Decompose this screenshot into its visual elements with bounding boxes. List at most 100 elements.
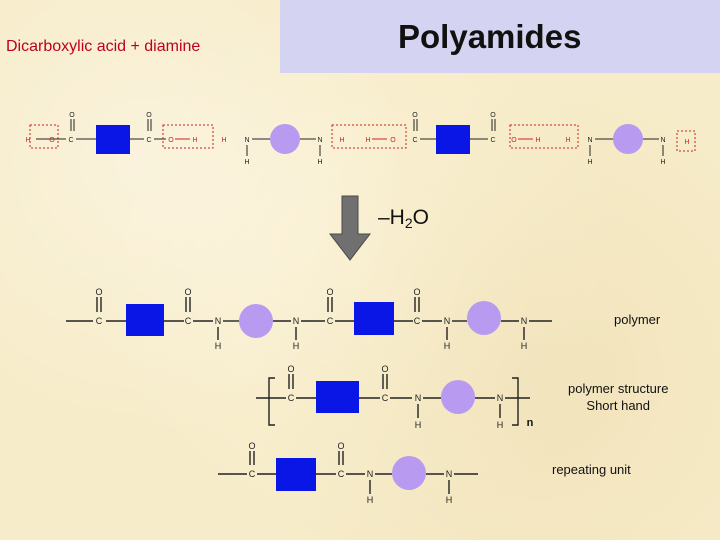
atom-h: H — [192, 137, 197, 144]
atom-h: H — [317, 159, 322, 166]
reactants-row — [29, 119, 696, 156]
atom-o: O — [412, 112, 418, 119]
atom-n: N — [497, 393, 504, 403]
repeating-unit-label: repeating unit — [552, 462, 631, 477]
atom-o: O — [184, 287, 191, 297]
diamine-block — [270, 124, 300, 154]
atom-n: N — [444, 316, 451, 326]
water-o: O — [412, 206, 429, 229]
atom-n: N — [293, 316, 300, 326]
atom-h: H — [367, 495, 374, 505]
atom-c: C — [414, 316, 421, 326]
leaving-group-box — [29, 124, 59, 149]
leaving-group-box — [162, 124, 214, 149]
atom-h: H — [221, 137, 226, 144]
down-arrow-icon — [328, 195, 372, 261]
atom-c: C — [249, 469, 256, 479]
atom-h: H — [587, 159, 592, 166]
atom-h: H — [444, 341, 451, 351]
atom-n: N — [660, 137, 665, 144]
atom-h: H — [565, 137, 570, 144]
shorthand-label-line1: polymer structure — [568, 381, 669, 396]
atom-n: N — [521, 316, 528, 326]
atom-c: C — [185, 316, 192, 326]
atom-n: N — [367, 469, 374, 479]
atom-h: H — [339, 137, 344, 144]
atom-o: O — [337, 441, 344, 451]
atom-o: O — [287, 364, 294, 374]
atom-c: C — [338, 469, 345, 479]
polymer-atom-labels: O C O C N H N H O C O C N H N H — [95, 287, 527, 351]
atom-n: N — [446, 469, 453, 479]
leaving-group-box — [331, 124, 407, 149]
atom-n: N — [415, 393, 422, 403]
atom-h: H — [244, 159, 249, 166]
shorthand-label: polymer structure Short hand — [568, 380, 668, 414]
leaving-group-box — [676, 130, 696, 152]
atom-n: N — [587, 137, 592, 144]
atom-o: O — [490, 112, 496, 119]
title-banner — [280, 0, 720, 73]
atom-h: H — [293, 341, 300, 351]
leaving-group-box — [509, 124, 579, 149]
repeating-unit — [218, 451, 478, 494]
atom-o: O — [381, 364, 388, 374]
page-title: Polyamides — [398, 18, 582, 55]
atom-c: C — [327, 316, 334, 326]
diamine-block — [392, 456, 426, 490]
atom-o: O — [168, 137, 174, 144]
atom-o: O — [146, 112, 152, 119]
atom-h: H — [25, 137, 30, 144]
atom-o: O — [413, 287, 420, 297]
diamine-block — [467, 301, 501, 335]
atom-h: H — [521, 341, 528, 351]
atom-h: H — [660, 159, 665, 166]
diacid-block — [354, 302, 394, 335]
diacid-block — [276, 458, 316, 491]
polymer-label: polymer — [614, 312, 661, 327]
atom-c: C — [490, 137, 495, 144]
water-h: –H — [378, 206, 405, 229]
reactants-label: Dicarboxylic acid + diamine — [6, 38, 201, 55]
diacid-block — [436, 125, 470, 154]
atom-h: H — [215, 341, 222, 351]
atom-h: H — [415, 420, 422, 430]
atom-n: N — [215, 316, 222, 326]
atom-o: O — [511, 137, 517, 144]
atom-o: O — [95, 287, 102, 297]
atom-n: N — [317, 137, 322, 144]
reactants-atom-labels: H O O C O C O H H N H N H H H O O C O C … — [25, 112, 689, 166]
atom-c: C — [96, 316, 103, 326]
atom-c: C — [68, 137, 73, 144]
atom-c: C — [412, 137, 417, 144]
atom-h: H — [446, 495, 453, 505]
diamine-block — [239, 304, 273, 338]
shorthand-structure — [256, 374, 530, 426]
diacid-block — [316, 381, 359, 413]
right-bracket — [512, 377, 519, 426]
diamine-block — [613, 124, 643, 154]
water-subscript: 2 — [404, 215, 413, 231]
atom-o: O — [69, 112, 75, 119]
atom-o: O — [248, 441, 255, 451]
diamine-block — [441, 380, 475, 414]
reaction-arrow — [328, 195, 372, 261]
repeat-count-n: n — [527, 417, 534, 429]
atom-c: C — [288, 393, 295, 403]
atom-h: H — [365, 137, 370, 144]
atom-o: O — [390, 137, 396, 144]
water-elimination-label: –H2O — [378, 206, 429, 231]
atom-h: H — [497, 420, 504, 430]
atom-h: H — [684, 139, 689, 146]
repeating-unit-atom-labels: O C O C N H N H — [248, 441, 452, 505]
shorthand-atom-labels: O C O C N H N H — [287, 364, 503, 430]
diacid-block — [126, 304, 164, 336]
atom-c: C — [146, 137, 151, 144]
atom-h: H — [535, 137, 540, 144]
atom-n: N — [244, 137, 249, 144]
atom-o: O — [49, 137, 55, 144]
atom-c: C — [382, 393, 389, 403]
shorthand-label-line2: Short hand — [586, 398, 651, 413]
left-bracket — [268, 377, 275, 426]
